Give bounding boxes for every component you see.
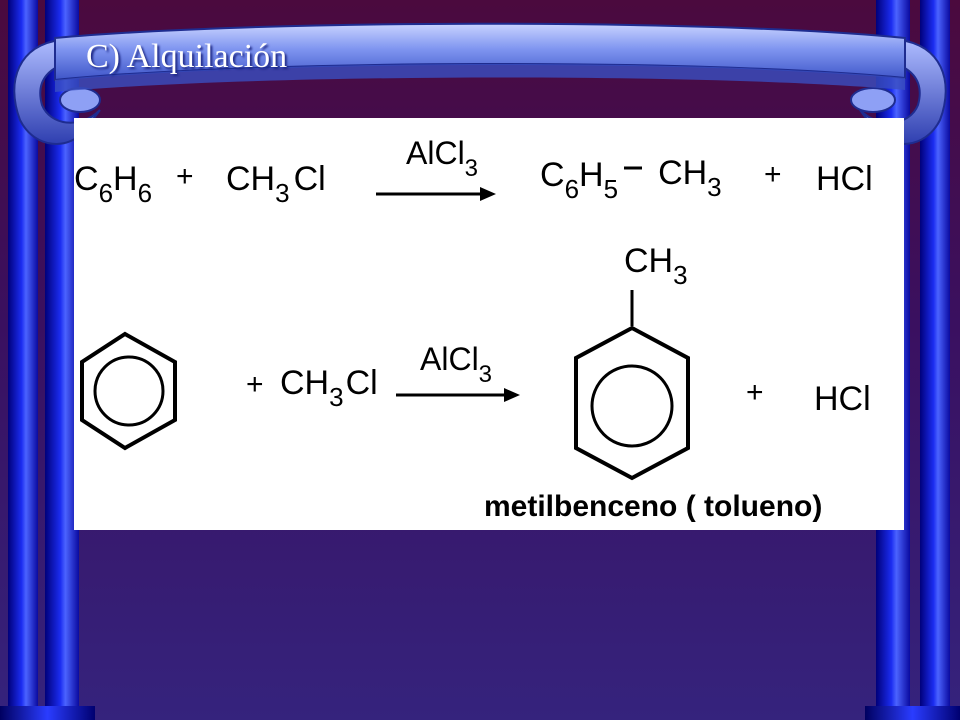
methyl-chloride-formula: CH3Cl [280,364,378,412]
plus-sign: + [176,160,194,193]
reaction-2: + CH3Cl AlCl3 CH3 + HCl metilbenceno ( t… [80,242,871,523]
plus-sign: + [246,368,264,401]
slide-title: C) Alquilación [86,38,288,75]
benzene-ring [80,331,177,451]
benzene-formula: C6H6 [74,160,152,208]
plus-sign: + [764,158,782,191]
scroll-banner [13,22,947,145]
hcl-formula: HCl [816,160,873,198]
hcl-formula: HCl [814,380,871,418]
plus-sign: + [746,376,764,409]
catalyst-label: AlCl3 [420,341,492,388]
methyl-substituent: CH3 [624,242,688,290]
catalyst-label: AlCl3 [406,135,478,182]
product-name: metilbenceno ( tolueno) [484,490,822,523]
toluene-structure: CH3 [574,242,690,481]
